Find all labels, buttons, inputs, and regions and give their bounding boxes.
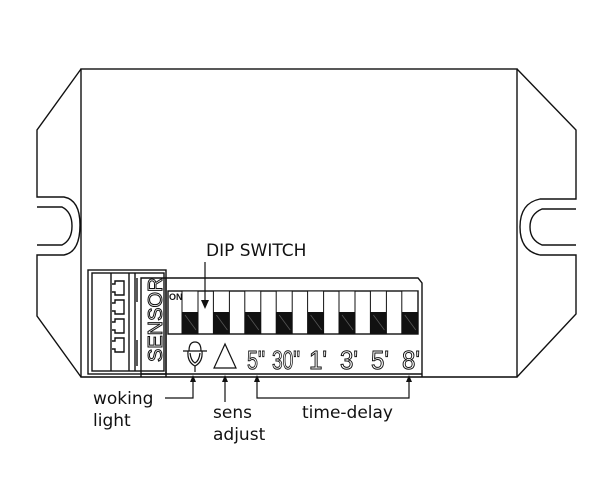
sensor-label: SENSOR	[145, 278, 167, 362]
dip-switch-7[interactable]	[369, 290, 387, 335]
dip-switch-lever	[182, 312, 198, 334]
working-light-label-line2: light	[93, 411, 131, 431]
right-mounting-ear	[516, 68, 577, 378]
working-light-label-line1: woking	[93, 389, 153, 409]
time-delay-ticks: 5"30" 1' 3' 5' 8'	[247, 345, 421, 376]
on-label: ON	[169, 292, 183, 302]
left-mounting-ear	[36, 68, 82, 378]
dip-switch-8[interactable]	[401, 290, 419, 335]
dip-switch-lever	[244, 312, 261, 334]
time-delay-tick: 5"	[247, 345, 265, 375]
dip-switch-lever	[339, 312, 355, 334]
time-delay-tick: 3'	[340, 345, 358, 375]
sens-adjust-label-line2: adjust	[213, 425, 266, 445]
dip-switch-lever	[213, 312, 230, 334]
triangle-icon	[213, 342, 237, 369]
dip-panel	[140, 277, 423, 377]
dip-switch-lever	[276, 312, 293, 334]
time-delay-tick: 5'	[371, 345, 389, 375]
dip-switch-lever	[370, 312, 387, 334]
dip-switches	[181, 290, 419, 335]
sens-adjust-label-line1: sens	[213, 403, 252, 423]
time-delay-tick: 8'	[402, 345, 420, 375]
dip-switch-6[interactable]	[338, 290, 356, 335]
dip-switch-4[interactable]	[275, 290, 293, 335]
dip-switch-5[interactable]	[307, 290, 325, 335]
lamp-icon	[183, 341, 207, 372]
dip-switch-2[interactable]	[212, 290, 230, 335]
dip-switch-lever	[401, 312, 418, 334]
time-delay-label: time-delay	[302, 403, 393, 423]
time-delay-tick: 1'	[309, 345, 327, 375]
dip-switch-title: DIP SWITCH	[206, 241, 306, 261]
time-delay-tick: 30"	[272, 345, 300, 375]
dip-switch-3[interactable]	[244, 290, 262, 335]
pointer-arrow-icon	[201, 300, 209, 309]
dip-switch-lever	[307, 312, 324, 334]
dip-switch-1[interactable]	[181, 290, 199, 335]
